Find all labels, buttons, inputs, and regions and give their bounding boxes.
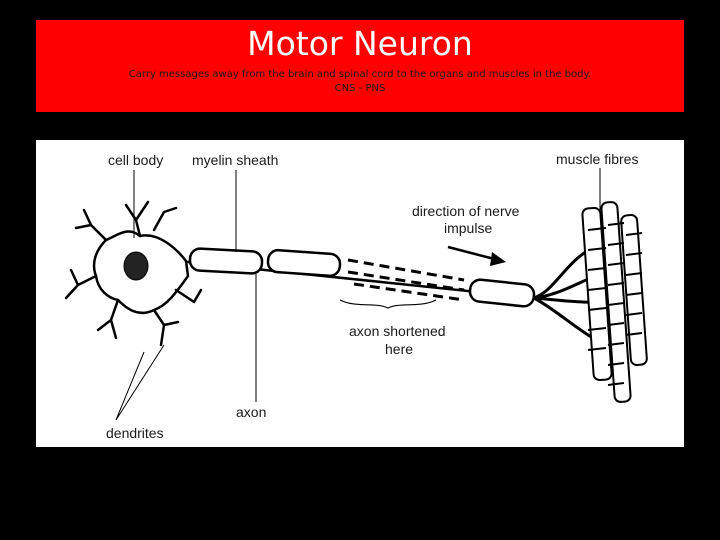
dendrite [124,200,150,238]
myelin-segment [188,247,264,275]
direction-arrowhead [490,252,506,266]
label-myelin-sheath: myelin sheath [192,152,278,168]
dendrite [64,268,98,300]
muscle-fibre [600,201,632,403]
page-subtitle-2: CNS - PNS [334,83,386,94]
dendrite [152,206,178,232]
label-cell-body: cell body [108,152,163,168]
muscle-striations [587,222,643,386]
label-direction-line2: impulse [444,220,492,236]
dendrite [152,308,180,347]
label-dendrites: dendrites [106,425,164,441]
label-axon-shortened-line1: axon shortened [349,323,446,339]
label-direction-line1: direction of nerve [412,203,520,219]
axon-shortened-dashes [347,258,465,302]
dendrite [174,288,203,304]
leader-lines [115,168,601,421]
dendrite [96,298,120,340]
dendrite [74,208,108,242]
myelin-segment [266,248,342,278]
muscle-fibres [581,201,648,403]
page-title: Motor Neuron [247,24,473,63]
muscle-fibre [581,206,613,382]
axon-shortened-bracket [339,299,437,309]
label-axon: axon [236,404,266,420]
motor-neuron-diagram: cell body myelin sheath muscle fibres di… [36,140,684,447]
myelin-segment [468,278,536,308]
label-axon-shortened-line2: here [385,341,413,357]
neuron-drawing: cell body myelin sheath muscle fibres di… [64,151,648,441]
label-muscle-fibres: muscle fibres [556,151,638,167]
muscle-fibre [620,214,648,366]
page-subtitle: Carry messages away from the brain and s… [128,69,592,80]
title-bar: Motor Neuron Carry messages away from th… [36,20,684,112]
nucleus [123,251,149,281]
